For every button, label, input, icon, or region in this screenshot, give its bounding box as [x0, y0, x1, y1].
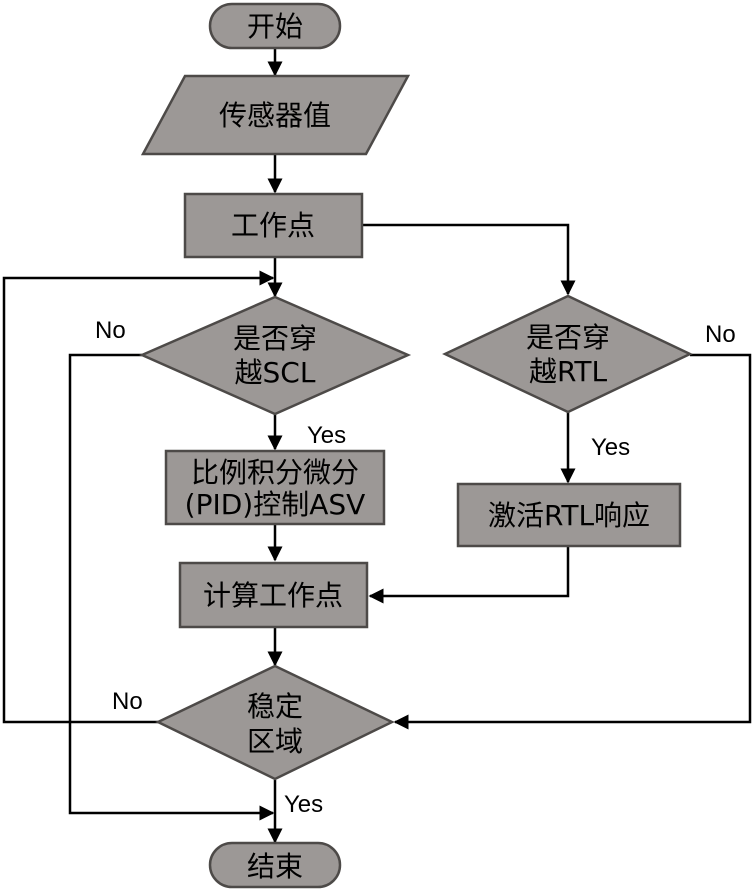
calc-box	[178, 561, 369, 629]
rtl-line2: 越RTL	[529, 355, 608, 388]
edge-rtl-no	[393, 353, 752, 730]
scl-no-label: No	[95, 317, 126, 344]
op-point-box	[183, 192, 364, 259]
node-sensor: 传感器值	[140, 74, 411, 156]
node-rtl-response: 激活RTL响应	[456, 482, 682, 548]
edge-stable-no	[2, 270, 275, 724]
pid-line1: 比例积分微分	[191, 456, 359, 489]
stable-decision-diamond	[155, 664, 395, 781]
node-start: 开始	[208, 2, 342, 50]
rtl-no-label: No	[705, 321, 736, 348]
rtl-response-label: 激活RTL响应	[488, 499, 650, 532]
scl-decision-diamond	[138, 295, 412, 416]
stable-line2: 区域	[247, 725, 303, 758]
pid-line2: (PID)控制ASV	[185, 488, 366, 521]
start-terminal	[208, 2, 342, 50]
op-point-label: 工作点	[231, 209, 315, 242]
rtl-line1: 是否穿	[526, 321, 610, 354]
rtl-response-box	[456, 482, 682, 548]
calc-label: 计算工作点	[203, 579, 343, 612]
stable-yes-label: Yes	[284, 791, 323, 818]
sensor-label: 传感器值	[219, 99, 331, 132]
edge-labels: No Yes Yes No No Yes	[95, 317, 736, 818]
node-stable: 稳定 区域	[155, 664, 395, 781]
node-pid: 比例积分微分 (PID)控制ASV	[164, 449, 386, 526]
scl-line1: 是否穿	[233, 322, 317, 355]
scl-yes-label: Yes	[307, 422, 346, 449]
start-label: 开始	[247, 10, 303, 43]
scl-line2: 越SCL	[235, 356, 316, 389]
pid-box	[164, 449, 386, 526]
end-terminal	[208, 841, 342, 889]
end-label: 结束	[247, 850, 303, 883]
stable-no-label: No	[112, 688, 143, 715]
edge-op-rtl	[362, 223, 576, 296]
node-rtl-check: 是否穿 越RTL	[442, 294, 693, 414]
connectors	[2, 48, 752, 844]
stable-line1: 稳定	[247, 690, 303, 723]
edge-rtl-calc	[368, 547, 570, 604]
node-calc: 计算工作点	[178, 561, 369, 629]
rtl-decision-diamond	[442, 294, 693, 414]
rtl-yes-label: Yes	[591, 434, 630, 461]
node-end: 结束	[208, 841, 342, 889]
edge-scl-no	[68, 353, 275, 821]
node-op-point: 工作点	[183, 192, 364, 259]
node-scl-check: 是否穿 越SCL	[138, 295, 412, 416]
sensor-input-shape	[140, 74, 411, 156]
